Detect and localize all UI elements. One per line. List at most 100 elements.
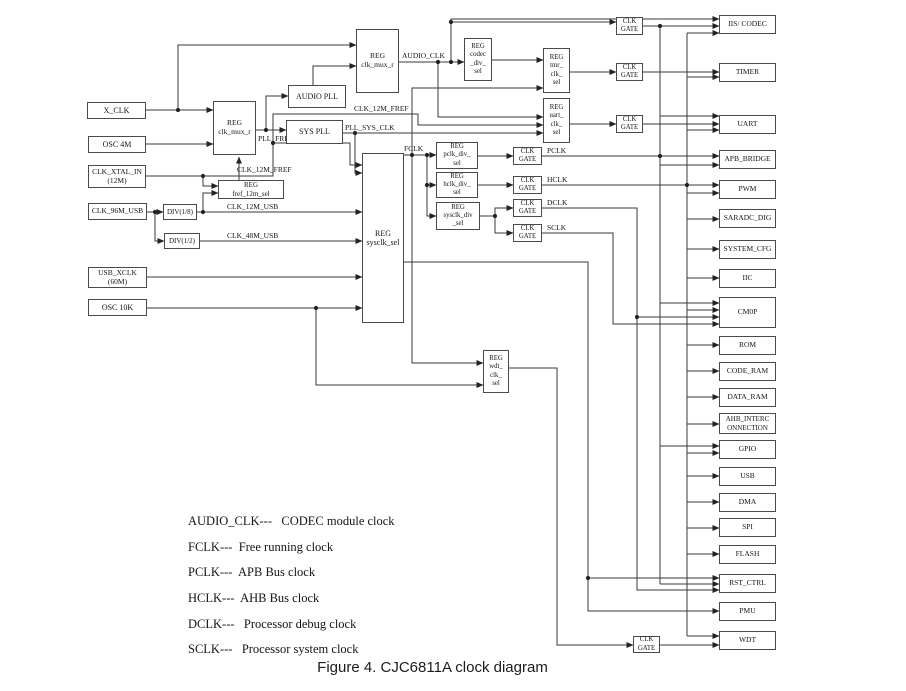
node-osc-4m: OSC 4M bbox=[88, 136, 146, 153]
node-label: SYS PLL bbox=[299, 127, 330, 137]
legend-item: HCLK--- AHB Bus clock bbox=[188, 591, 320, 606]
node-label: CLK bbox=[639, 636, 654, 644]
node-dma: DMA bbox=[719, 493, 776, 512]
node-osc-10k: OSC 10K bbox=[88, 299, 147, 316]
node-label: REG bbox=[375, 228, 391, 238]
junction-dot bbox=[492, 213, 498, 219]
node-label: GATE bbox=[518, 156, 537, 163]
node-label: CLK bbox=[622, 115, 637, 123]
node-label: OSC 4M bbox=[102, 139, 132, 149]
junction-dot bbox=[313, 305, 319, 311]
node-div-1-8: DIV(1/8) bbox=[163, 204, 197, 220]
node-label: USB_XCLK bbox=[98, 267, 137, 277]
node-gpio: GPIO bbox=[719, 440, 776, 459]
junction-dot bbox=[435, 59, 441, 65]
node-rom: ROM bbox=[719, 336, 776, 355]
wire bbox=[202, 176, 219, 189]
node-label: GATE bbox=[518, 185, 537, 192]
node-label: APB_BRIDGE bbox=[724, 154, 771, 164]
node-label: clk_ bbox=[550, 120, 563, 128]
junction-dot bbox=[409, 152, 415, 158]
node-label: REG bbox=[370, 51, 385, 61]
figure-caption: Figure 4. CJC6811A clock diagram bbox=[317, 659, 548, 676]
junction-dot bbox=[448, 19, 454, 25]
junction-dot bbox=[175, 107, 181, 113]
node-label: (12M) bbox=[107, 175, 127, 185]
node-label: TIMER bbox=[735, 67, 760, 77]
wire bbox=[146, 113, 544, 177]
wire bbox=[312, 63, 357, 85]
signal-label: CLK_12M_FREF bbox=[354, 104, 409, 113]
node-label: OSC 10K bbox=[101, 302, 134, 312]
junction-dot bbox=[657, 23, 663, 29]
node-label: sysclk_sel bbox=[366, 238, 400, 247]
legend-item: DCLK--- Processor debug clock bbox=[188, 616, 357, 631]
node-label: AHB_INTERC bbox=[725, 415, 770, 424]
node-label: CLK bbox=[520, 199, 535, 207]
node-label: UART bbox=[737, 119, 758, 129]
wire bbox=[202, 190, 219, 212]
node-label: sel bbox=[492, 379, 500, 387]
node-label: REG bbox=[489, 355, 503, 363]
node-label: pclk_div_ bbox=[443, 151, 471, 159]
node-label: AUDIO PLL bbox=[296, 91, 338, 101]
node-label: RST_CTRL bbox=[729, 578, 766, 588]
junction-dot bbox=[424, 182, 430, 188]
wire bbox=[411, 85, 544, 155]
node-label: USB bbox=[740, 471, 755, 481]
node-saradc-dig: SARADC_DIG bbox=[719, 209, 776, 228]
node-label: uart_ bbox=[549, 112, 564, 120]
signal-label: HCLK bbox=[547, 175, 568, 184]
node-flash: FLASH bbox=[719, 545, 776, 564]
signal-label: AUDIO_CLK bbox=[402, 51, 445, 60]
wire bbox=[177, 42, 357, 110]
node-label: REG bbox=[227, 118, 242, 128]
wire bbox=[426, 185, 437, 219]
node-label: CLK bbox=[520, 147, 535, 155]
wire bbox=[437, 62, 544, 120]
signal-label: FCLK bbox=[404, 144, 424, 153]
node-label: CLK_96M_USB bbox=[91, 206, 144, 216]
node-label: REG bbox=[471, 43, 485, 51]
node-label: sel bbox=[552, 128, 561, 136]
wire bbox=[587, 578, 720, 614]
node-label: ROM bbox=[738, 340, 757, 350]
junction-dot bbox=[263, 127, 269, 133]
junction-dot bbox=[200, 209, 206, 215]
node-label: REG bbox=[451, 203, 465, 211]
junction-dot bbox=[448, 59, 454, 65]
node-label: REG bbox=[244, 181, 258, 190]
signal-label: SCLK bbox=[547, 223, 567, 232]
node-label: sysclk_div bbox=[443, 211, 473, 219]
wire bbox=[426, 155, 437, 188]
signal-label: CLK_48M_USB bbox=[227, 231, 278, 240]
node-label: fref_12m_sel bbox=[232, 189, 270, 198]
node-label: sel bbox=[453, 189, 461, 197]
node-label: hclk_div_ bbox=[443, 181, 471, 188]
node-label: codec bbox=[470, 51, 486, 59]
node-apb-bridge: APB_BRIDGE bbox=[719, 150, 776, 169]
node-label: CLK bbox=[520, 224, 535, 232]
node-label: SARADC_DIG bbox=[723, 213, 772, 223]
node-label: tmr_ bbox=[550, 62, 563, 70]
node-label: clk_ bbox=[490, 371, 502, 379]
node-label: REG bbox=[549, 104, 564, 112]
legend-item: SCLK--- Processor system clock bbox=[188, 642, 359, 657]
node-pmu: PMU bbox=[719, 602, 776, 621]
legend-item: PCLK--- APB Bus clock bbox=[188, 565, 316, 580]
